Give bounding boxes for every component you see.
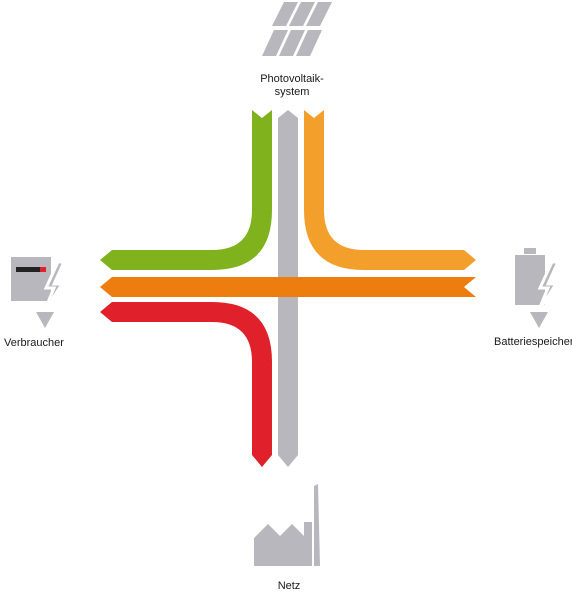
battery-to-consumer-flow <box>100 277 476 297</box>
consumer-label: Verbraucher <box>4 337 64 349</box>
solar-panel-icon <box>262 2 332 56</box>
grid-to-consumer-flow <box>100 302 272 467</box>
battery-label: Batteriespeicher <box>494 336 572 348</box>
grid-label: Netz <box>277 580 301 592</box>
battery-icon <box>515 248 561 328</box>
consumer-meter-icon <box>11 257 67 328</box>
pv-label-line2: system <box>274 86 310 98</box>
factory-icon <box>254 484 320 566</box>
pv-label-line1: Photovoltaik- <box>260 73 324 85</box>
pv-to-battery-flow <box>304 110 476 270</box>
pv-to-consumer-flow <box>100 110 272 270</box>
pv-label: Photovoltaik- system <box>260 73 324 99</box>
